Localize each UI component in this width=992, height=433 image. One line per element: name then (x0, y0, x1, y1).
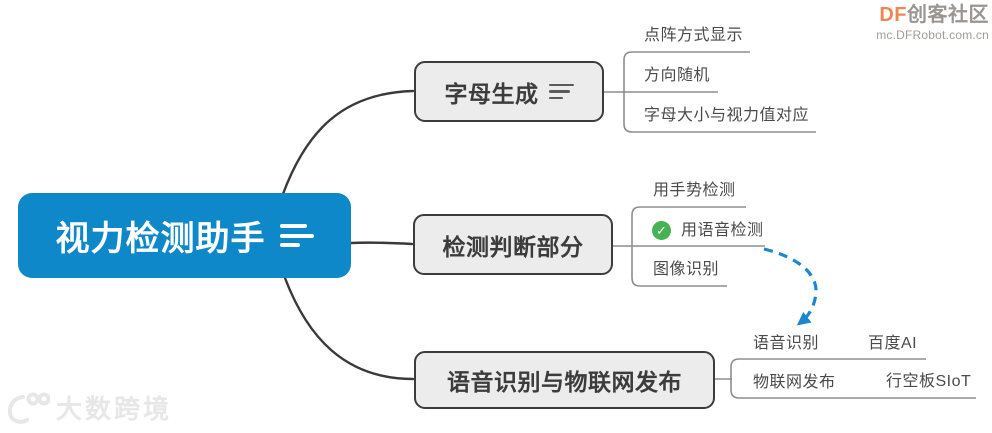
brand-logo: DF创客社区 mc.DFRobot.com.cn (876, 4, 989, 42)
branch-topic-detection-judgment[interactable]: 检测判断部分 (413, 214, 613, 275)
grandchild-topic[interactable]: 行空板SIoT (886, 373, 972, 390)
branch-curve-top (281, 89, 415, 196)
child-topic[interactable]: 用手势检测 (653, 182, 736, 199)
brand-prefix: DF (879, 4, 907, 26)
child-topic[interactable]: 语音识别 (753, 335, 820, 352)
child-topic[interactable]: 图像识别 (653, 261, 720, 278)
watermark: 大数跨境 (6, 391, 172, 427)
branch-topic-label: 语音识别与物联网发布 (447, 369, 682, 395)
branch-topic-letter-generation[interactable]: 字母生成 (414, 61, 604, 122)
child-connector-bracket-1 (623, 51, 816, 133)
watermark-label: 大数跨境 (56, 394, 173, 424)
notes-icon (279, 224, 314, 247)
check-icon: ✓ (652, 221, 671, 240)
branch-topic-voice-iot[interactable]: 语音识别与物联网发布 (414, 351, 715, 409)
brand-url: mc.DFRobot.com.cn (876, 28, 989, 42)
notes-icon (548, 83, 574, 100)
brand-title: DF创客社区 (876, 4, 989, 26)
branch-curve-bottom (283, 276, 415, 381)
child-connector-bracket-3 (730, 358, 976, 399)
watermark-icon (7, 392, 50, 424)
child-topic[interactable]: 点阵方式显示 (644, 27, 744, 44)
branch-topic-label: 字母生成 (444, 80, 539, 107)
child-topic[interactable]: 用语音检测 (681, 222, 764, 239)
brand-suffix: 创客社区 (907, 4, 989, 26)
child-topic[interactable]: 方向随机 (644, 67, 711, 84)
child-topic[interactable]: 物联网发布 (753, 374, 836, 391)
branch-topic-label: 检测判断部分 (442, 233, 584, 260)
relationship-arrow (763, 247, 818, 326)
root-topic[interactable]: 视力检测助手 (18, 193, 351, 278)
branch-curve-middle (349, 241, 414, 246)
root-topic-label: 视力检测助手 (55, 220, 266, 258)
child-connector-bracket-2 (631, 206, 746, 287)
child-topic[interactable]: 字母大小与视力值对应 (644, 107, 810, 124)
grandchild-topic[interactable]: 百度AI (868, 335, 918, 352)
